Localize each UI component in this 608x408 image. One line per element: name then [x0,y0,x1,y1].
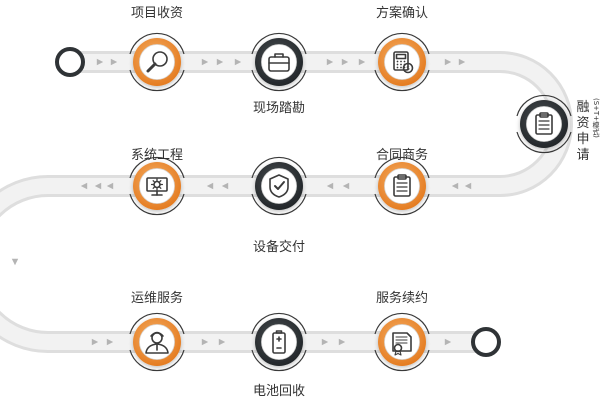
flow-arrow [201,58,209,66]
step-node-2 [251,32,307,92]
flow-arrow [358,58,366,66]
flow-arrow [96,58,104,66]
briefcase-icon [268,53,290,72]
step-node-4 [516,94,572,154]
end-node [471,327,501,357]
flow-arrow [444,338,452,346]
step-node-5 [374,156,430,216]
step-node-6 [251,156,307,216]
clipboard-icon [535,112,553,135]
step-label-service-renewal: 服务续约 [375,291,429,306]
contract-icon [393,174,411,197]
start-node [55,47,85,77]
flow-arrow [106,338,114,346]
flow-arrow [110,58,118,66]
flow-arrow [341,58,349,66]
flow-arrow [221,182,229,190]
flow-arrow [234,58,242,66]
step-node-7 [129,156,185,216]
flow-arrow [106,182,114,190]
step-node-1 [129,32,185,92]
step-node-8 [129,312,185,372]
step-label-plan-confirm: 方案确认 [375,6,429,21]
step-label-equipment-delivery: 设备交付 [252,240,306,255]
step-label-system-engineering: 系统工程 [130,148,184,163]
flow-arrow [216,58,224,66]
step-label-site-survey: 现场踏勘 [252,101,306,116]
step-node-9 [251,312,307,372]
battery-icon [272,330,286,354]
flow-arrow [326,58,334,66]
magnifier-icon [146,51,168,73]
engineer-icon [145,331,169,354]
flow-arrow [444,58,452,66]
flow-arrow [464,182,472,190]
step-label-maintenance: 运维服务 [130,291,184,306]
step-sublabel-financing-mode: (S+T+模式) [592,98,600,138]
flow-arrow [458,58,466,66]
flow-arrow [206,182,214,190]
flow-arrow [338,338,346,346]
flow-arrow [326,182,334,190]
monitor-gear-icon [146,177,168,196]
direction-arrows [11,58,472,346]
flow-arrow [451,182,459,190]
certificate-icon [392,332,412,356]
svg-text:$: $ [406,65,410,72]
step-node-10 [374,312,430,372]
flow-arrow [11,258,19,266]
flow-arrow [91,338,99,346]
flow-arrow [201,338,209,346]
step-label-battery-recycling: 电池回收 [252,384,306,399]
shield-check-icon [269,174,289,198]
calculator-icon: $ [393,51,414,74]
step-label-financing: 融资申请 [576,100,590,163]
step-label-project-data: 项目收资 [130,6,184,21]
flow-arrow [94,182,102,190]
flow-arrow [321,338,329,346]
flow-arrow [342,182,350,190]
flow-arrow [80,182,88,190]
step-node-3: $ [374,32,430,92]
step-label-contract: 合同商务 [375,148,429,163]
flow-arrow [218,338,226,346]
